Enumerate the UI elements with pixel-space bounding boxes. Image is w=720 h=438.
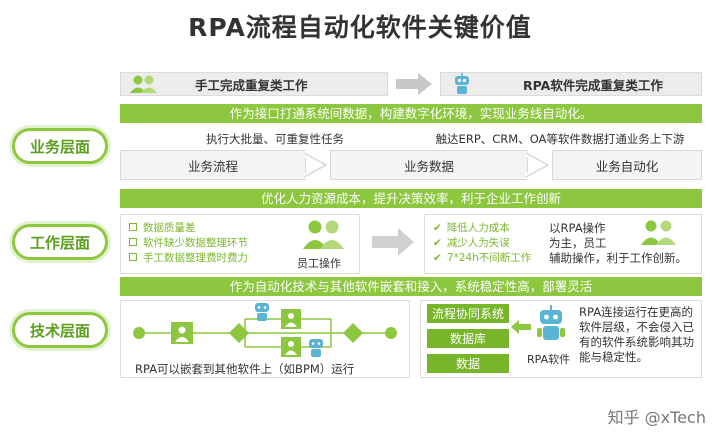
- staff-label: 员工操作: [297, 257, 341, 270]
- flow-box-data-label: 业务数据: [403, 158, 454, 174]
- work-level-text: 工作层面: [29, 233, 90, 252]
- rpa-benefits-panel: ✔ 降低人力成本 ✔ 减少人为失误 ✔ 7*24h不间断工作 以RPA操作 为主，员工…: [424, 214, 702, 274]
- list-item: 手工数据整理费时费力: [129, 251, 248, 266]
- robot-icon: [309, 339, 323, 357]
- page-title: RPA流程自动化软件关键价值: [188, 13, 532, 42]
- benefit-text: 7*24h不间断工作: [446, 252, 532, 264]
- gateway-icon: [343, 323, 363, 343]
- list-item: 软件缺少数据整理环节: [129, 236, 248, 251]
- check-icon: ✔: [433, 237, 442, 249]
- flow-box-process: 业务流程: [120, 150, 306, 180]
- checkbox-icon: [129, 253, 137, 261]
- rpa-tech-desc-line: 能与稳定性。: [579, 350, 648, 364]
- benefit-list: ✔ 降低人力成本 ✔ 减少人为失误 ✔ 7*24h不间断工作: [433, 221, 531, 266]
- problem-text: 数据质量差: [143, 222, 196, 234]
- check-icon: ✔: [433, 222, 442, 234]
- flow-box-data: 业务数据: [330, 150, 528, 180]
- list-item: ✔ 减少人为失误: [433, 236, 531, 251]
- people-icon: [639, 219, 679, 249]
- problem-text: 软件缺少数据整理环节: [143, 237, 248, 249]
- flow-box-automation-label: 业务自动化: [595, 158, 659, 174]
- rpa-tech-desc: RPA连接运行在更高的 软件层级，不会侵入已 有的软件系统影响其功 能与稳定性。: [579, 305, 694, 365]
- checkbox-icon: [129, 238, 137, 246]
- rpa-work-desc-line: 辅助操作，利于工作创新。: [549, 251, 687, 265]
- system-box-label: 数据库: [449, 332, 486, 346]
- embed-panel: RPA可以嵌套到其他软件上（如BPM）运行: [120, 300, 410, 378]
- staff-icon: [301, 219, 347, 253]
- rpa-work-desc: 以RPA操作 为主，员工 辅助操作，利于工作创新。: [549, 221, 687, 266]
- benefit-text: 减少人为失误: [446, 237, 510, 249]
- rpa-tech-desc-line: 软件层级，不会侵入已: [579, 320, 694, 334]
- business-level-label: 业务层面: [12, 128, 108, 164]
- rpa-tech-desc-line: 有的软件系统影响其功: [579, 335, 694, 349]
- business-level-text: 业务层面: [29, 137, 90, 156]
- system-panel: 流程协同系统 数据库 数据 RPA软件 RPA连接运行在更高的 软件层级，不会侵…: [420, 300, 702, 378]
- watermark: 知乎 @xTech: [607, 408, 706, 427]
- flow-box-process-label: 业务流程: [187, 158, 238, 174]
- arrow-right-icon: [522, 150, 555, 184]
- people-icon: [129, 74, 159, 94]
- system-box-workflow: 流程协同系统: [427, 304, 509, 323]
- gateway-icon: [229, 323, 249, 343]
- arrow-right-icon: [372, 228, 414, 260]
- problem-text: 手工数据整理费时费力: [143, 252, 248, 264]
- system-box-label: 流程协同系统: [431, 307, 504, 321]
- system-box-data: 数据: [427, 354, 509, 373]
- list-item: 数据质量差: [129, 221, 248, 236]
- system-box-label: 数据: [455, 357, 480, 371]
- arrow-left-icon: [511, 319, 531, 338]
- check-icon: ✔: [433, 252, 442, 264]
- robot-icon: [451, 73, 473, 95]
- work-banner: 优化人力资源成本，提升决策效率，利于企业工作创新: [120, 189, 702, 208]
- system-box-database: 数据库: [427, 329, 509, 348]
- manual-problems-panel: 数据质量差 软件缺少数据整理环节 手工数据整理费时费力 员工操作: [120, 214, 360, 274]
- embed-caption: RPA可以嵌套到其他软件上（如BPM）运行: [135, 362, 355, 376]
- rpa-software-label: RPA软件: [527, 353, 571, 366]
- list-item: ✔ 7*24h不间断工作: [433, 251, 531, 266]
- manual-work-header: 手工完成重复类工作: [120, 72, 388, 96]
- end-node-icon: [385, 327, 397, 339]
- rpa-work-header-label: RPA软件完成重复类工作: [523, 77, 663, 93]
- arrow-right-icon: [396, 73, 432, 99]
- flow-box-automation: 业务自动化: [552, 150, 702, 180]
- manual-work-header-label: 手工完成重复类工作: [195, 77, 308, 93]
- benefit-text: 降低人力成本: [446, 222, 510, 234]
- problem-list: 数据质量差 软件缺少数据整理环节 手工数据整理费时费力: [129, 221, 248, 266]
- list-item: ✔ 降低人力成本: [433, 221, 531, 236]
- tech-level-text: 技术层面: [29, 321, 90, 340]
- rpa-work-header: RPA软件完成重复类工作: [440, 72, 702, 96]
- business-banner: 作为接口打通系统间数据，构建数字化环境，实现业务线自动化。: [120, 104, 702, 123]
- rpa-work-desc-line: 为主，员工: [549, 236, 607, 250]
- bpm-flow-diagram: [133, 303, 397, 357]
- rpa-work-desc-line: 以RPA操作: [549, 221, 606, 235]
- tech-banner: 作为自动化技术与其他软件嵌套和接入，系统稳定性高，部署灵活: [120, 277, 702, 296]
- business-left-desc: 执行大批量、可重复性任务: [206, 132, 344, 146]
- robot-icon: [255, 303, 269, 321]
- checkbox-icon: [129, 223, 137, 231]
- rpa-tech-desc-line: RPA连接运行在更高的: [579, 305, 694, 319]
- work-level-label: 工作层面: [12, 224, 108, 260]
- start-node-icon: [133, 327, 145, 339]
- arrow-right-icon: [300, 150, 333, 184]
- robot-icon: [535, 305, 567, 347]
- business-right-desc: 触达ERP、CRM、OA等软件数据打通业务上下游: [435, 132, 685, 146]
- tech-level-label: 技术层面: [12, 312, 108, 348]
